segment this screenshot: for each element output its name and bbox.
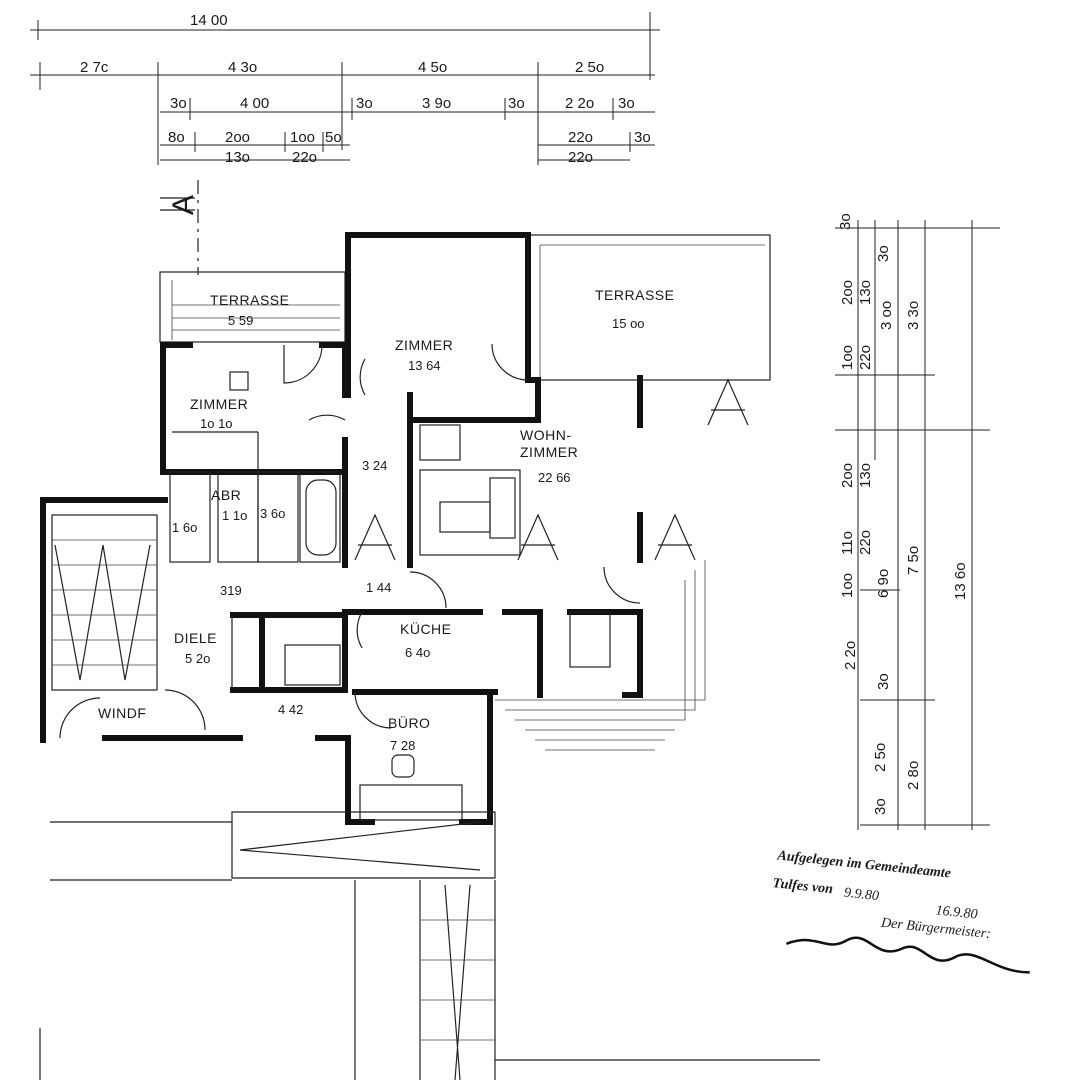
dim-right: 3o [872, 798, 889, 815]
dim-right: 22o [857, 530, 874, 555]
interior-lines [169, 371, 611, 821]
room-name-terrace-right: TERRASSE [595, 287, 674, 303]
dim-row4: 5o [325, 129, 342, 146]
dim-right: 2oo [839, 280, 856, 305]
dim-row2: 4 5o [418, 59, 447, 76]
dim-right: 13 6o [952, 562, 969, 600]
room-area-buero: 7 28 [390, 738, 415, 753]
stamp-line1: Aufgelegen im Gemeindeamte [776, 848, 952, 881]
room-area-terrace-right: 15 oo [612, 316, 645, 331]
dim-row4: 8o [168, 129, 185, 146]
dim-right: 3 3o [905, 301, 922, 330]
room-area-wohnzimmer: 22 66 [538, 470, 571, 485]
dim-total: 14 00 [190, 12, 228, 29]
dim-row3: 4 00 [240, 95, 269, 112]
room-name-wohnzimmer: WOHN- ZIMMER [520, 427, 578, 460]
dim-row3: 3 9o [422, 95, 451, 112]
dim-row2: 2 7c [80, 59, 109, 76]
dim-row5: 13o [225, 149, 250, 166]
top-dimension-chains: 14 00 2 7c 4 3o 4 5o 2 5o 3o 4 00 3o 3 9… [30, 12, 660, 166]
dim-right: 11o [839, 531, 856, 555]
room-name-abr: ABR [211, 487, 241, 503]
stamp-line2-prefix: Tulfes von [772, 876, 834, 897]
dim-row2: 4 3o [228, 59, 257, 76]
room-area-zimmer-1: 13 64 [408, 358, 441, 373]
dim-row3: 3o [618, 95, 635, 112]
dim-right: 3 oo [878, 301, 895, 330]
room-labels: TERRASSE 5 59 ZIMMER 13 64 TERRASSE 15 o… [98, 287, 674, 753]
room-name-zimmer-2: ZIMMER [190, 396, 248, 412]
dim-row3: 2 2o [565, 95, 594, 112]
dim-right: 13o [857, 280, 874, 305]
window-markers [354, 378, 749, 561]
dim-row3: 3o [170, 95, 187, 112]
dim-right: 3o [875, 673, 892, 690]
room-area-abr: 1 1o [222, 508, 247, 523]
room-area-corridor: 319 [220, 583, 242, 598]
room-name-kueche: KÜCHE [400, 620, 452, 637]
section-marker-label: A [167, 195, 200, 215]
stamp-date-from: 9.9.80 [843, 886, 879, 905]
room-name-windfang: WINDF [98, 705, 146, 721]
section-marker: A [160, 180, 200, 275]
dim-row5: 22o [568, 149, 593, 166]
room-area-wc: 1 6o [172, 520, 197, 535]
approval-stamp: Aufgelegen im Gemeindeamte Tulfes von 9.… [772, 848, 1030, 974]
room-name-wohnzimmer-line2: ZIMMER [520, 444, 578, 460]
room-area-entry: 4 42 [278, 702, 303, 717]
dim-right: 22o [857, 345, 874, 370]
stair-left [51, 514, 158, 691]
room-name-diele: DIELE [174, 630, 217, 646]
dim-row3: 3o [356, 95, 373, 112]
room-name-zimmer-1: ZIMMER [395, 337, 453, 353]
dim-right: 2 8o [905, 761, 922, 790]
dim-right: 6 9o [875, 569, 892, 598]
room-name-buero: BÜRO [388, 714, 430, 731]
dim-right: 3o [837, 213, 854, 230]
dim-right: 2 5o [872, 743, 889, 772]
dim-right: 2oo [839, 463, 856, 488]
dim-row4: 2oo [225, 129, 250, 146]
stair-bottom [39, 811, 820, 1080]
stamp-date-to: 16.9.80 [935, 903, 978, 922]
right-dimension-chains: 3o 3o 2oo 13o 3 oo 3 3o 1oo 22o 2oo 13o … [835, 213, 1000, 830]
room-area-diele: 5 2o [185, 651, 210, 666]
door-swings [59, 343, 641, 739]
terrace-bottom-right [495, 560, 706, 751]
dim-right: 7 5o [905, 546, 922, 575]
room-name-terrace-left: TERRASSE [210, 292, 289, 308]
dim-row3: 3o [508, 95, 525, 112]
room-area-terrace-left: 5 59 [228, 313, 253, 328]
dim-row5: 22o [292, 149, 317, 166]
dim-row4: 3o [634, 129, 651, 146]
room-area-hall: 3 24 [362, 458, 387, 473]
room-area-bath: 3 6o [260, 506, 285, 521]
signature-icon [785, 936, 1030, 974]
dim-row4: 22o [568, 129, 593, 146]
room-area-kueche: 6 4o [405, 645, 430, 660]
room-area-zimmer-2: 1o 1o [200, 416, 233, 431]
dim-right: 13o [857, 463, 874, 488]
dim-right: 3o [875, 245, 892, 262]
dim-right: 1oo [839, 345, 856, 370]
room-name-wohnzimmer-line1: WOHN- [520, 427, 572, 443]
dim-right: 1oo [839, 573, 856, 598]
terrace-right [529, 234, 771, 381]
dim-row2: 2 5o [575, 59, 604, 76]
walls [40, 232, 643, 825]
room-area-store: 1 44 [366, 580, 391, 595]
dim-row4: 1oo [290, 129, 315, 146]
dim-right: 2 2o [842, 641, 859, 670]
